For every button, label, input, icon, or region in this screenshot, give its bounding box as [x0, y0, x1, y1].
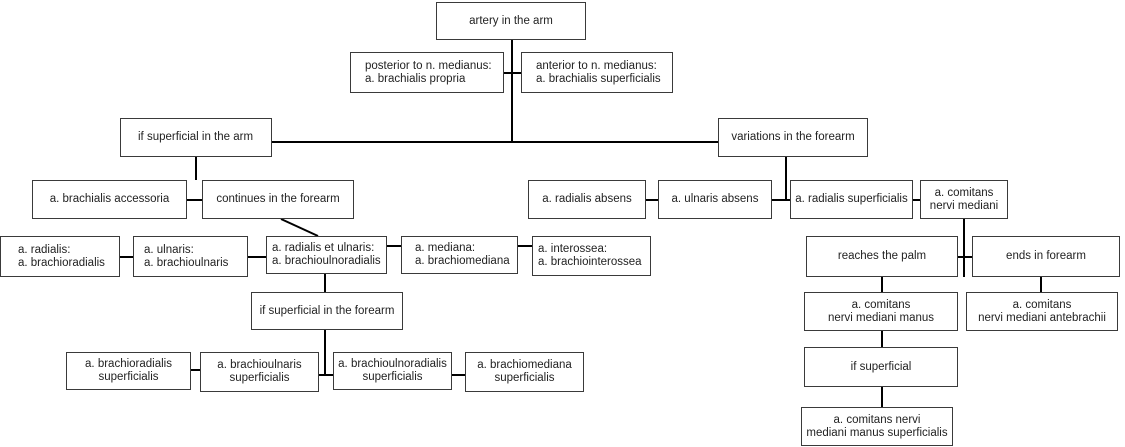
node-ulnaris-absens: a. ulnaris absens [658, 180, 772, 219]
node-if-superficial-in-the-forearm: if superficial in the forearm [251, 292, 403, 330]
node-label: a. ulnaris: [144, 243, 194, 256]
node-label: anterior to n. medianus: [536, 59, 657, 72]
node-label: nervi mediani antebrachii [978, 311, 1106, 324]
node-comitans-nervi-mediani-manus: a. comitans nervi mediani manus [804, 292, 958, 331]
node-label: a. radialis superficialis [795, 193, 908, 205]
node-brachioradialis-superficialis: a. brachioradialis superficialis [66, 352, 191, 390]
node-label: continues in the forearm [216, 193, 340, 205]
node-reaches-the-palm: reaches the palm [806, 236, 958, 277]
node-label: a. brachialis accessoria [49, 193, 170, 205]
node-mediana-brachiomediana: a. mediana: a. brachiomediana [401, 236, 518, 274]
node-label: a. comitans [851, 298, 911, 311]
node-label: a. ulnaris absens [671, 193, 759, 205]
node-radialis-superficialis: a. radialis superficialis [790, 180, 913, 219]
node-comitans-nervi-mediani-manus-superficialis: a. comitans nervi mediani manus superfic… [801, 407, 953, 446]
node-label: variations in the forearm [731, 131, 855, 143]
node-label: a. brachiomediana [415, 255, 510, 267]
node-brachioulnoradialis-superficialis: a. brachioulnoradialis superficialis [333, 352, 452, 390]
node-label: posterior to n. medianus: [365, 59, 492, 72]
node-label: a. brachioradialis [85, 358, 172, 370]
node-label: mediani manus superficialis [806, 426, 948, 439]
node-posterior-brachialis-propria: posterior to n. medianus: a. brachialis … [350, 52, 504, 93]
node-label: a. radialis et ulnaris: [272, 242, 375, 254]
node-anterior-brachialis-superficialis: anterior to n. medianus: a. brachialis s… [521, 52, 673, 93]
node-label: a. interossea: [538, 243, 608, 255]
node-interossea-brachiointerossea: a. interossea: a. brachiointerossea [532, 236, 651, 276]
node-ends-in-forearm: ends in forearm [972, 236, 1120, 277]
node-brachioulnaris-superficialis: a. brachioulnaris superficialis [200, 352, 319, 392]
node-label: superficialis [98, 371, 159, 383]
node-ulnaris-brachioulnaris: a. ulnaris: a. brachioulnaris [133, 236, 248, 277]
node-label: if superficial in the forearm [259, 304, 395, 317]
node-label: a. mediana: [415, 242, 476, 254]
node-variations-in-the-forearm: variations in the forearm [718, 118, 868, 157]
node-comitans-nervi-mediani: a. comitans nervi mediani [920, 180, 1008, 219]
node-label: superficialis [494, 372, 555, 384]
node-artery-in-the-arm: artery in the arm [436, 2, 586, 40]
node-label: reaches the palm [837, 250, 927, 262]
node-label: a. brachiomediana [477, 359, 572, 371]
node-label: a. comitans [1012, 298, 1072, 311]
node-radialis-et-ulnaris: a. radialis et ulnaris: a. brachioulnora… [266, 236, 387, 274]
node-label: nervi mediani [929, 199, 999, 212]
node-if-superficial: if superficial [804, 347, 958, 387]
node-label: a. brachialis propria [365, 72, 466, 85]
node-label: a. brachioulnaris [144, 256, 229, 269]
node-radialis-absens: a. radialis absens [528, 180, 646, 219]
node-label: artery in the arm [469, 14, 553, 27]
node-label: a. brachioulnoradialis [272, 255, 381, 267]
node-brachialis-accessoria: a. brachialis accessoria [32, 180, 187, 219]
node-brachiomediana-superficialis: a. brachiomediana superficialis [465, 352, 584, 392]
node-label: a. brachioulnaris [217, 359, 302, 371]
node-comitans-nervi-mediani-antebrachii: a. comitans nervi mediani antebrachii [966, 292, 1118, 331]
node-if-superficial-in-the-arm: if superficial in the arm [120, 118, 272, 157]
node-radialis-brachioradialis: a. radialis: a. brachioradialis [0, 236, 120, 277]
node-label: if superficial in the arm [138, 131, 254, 143]
node-label: a. radialis: [18, 243, 71, 256]
node-label: if superficial [850, 360, 912, 373]
node-label: a. brachiointerossea [538, 256, 642, 268]
node-label: a. brachioulnoradialis [338, 358, 447, 370]
node-label: superficialis [362, 371, 423, 383]
node-label: a. comitans [934, 186, 994, 199]
node-label: a. brachioradialis [18, 256, 105, 269]
node-label: nervi mediani manus [827, 311, 935, 324]
node-label: a. radialis absens [542, 193, 632, 205]
node-label: a. comitans nervi [833, 413, 921, 426]
node-label: a. brachialis superficialis [536, 72, 661, 85]
node-label: superficialis [229, 372, 290, 384]
node-label: ends in forearm [1006, 250, 1086, 262]
node-continues-in-the-forearm: continues in the forearm [202, 180, 354, 219]
